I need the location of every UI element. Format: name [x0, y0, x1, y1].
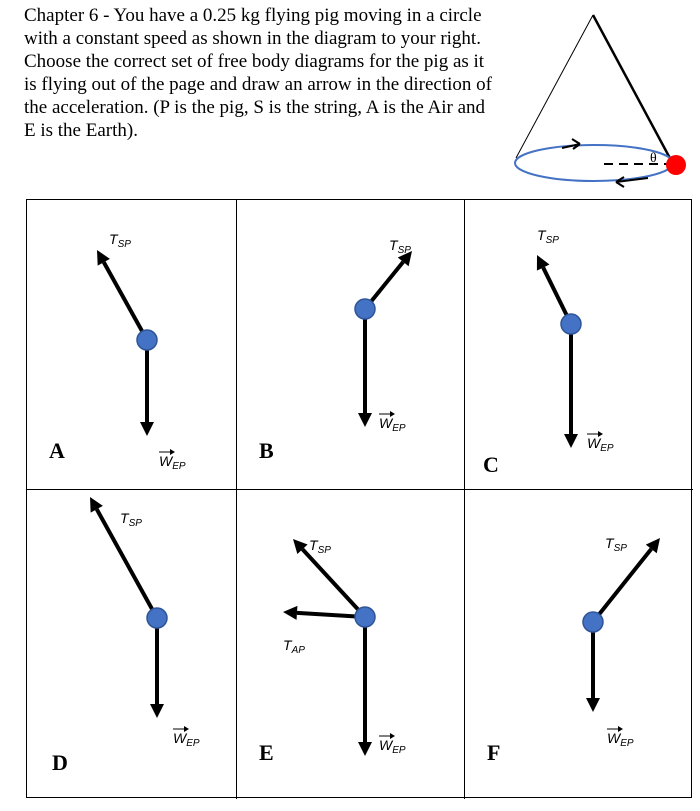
- vector-arrow-icon: [390, 733, 395, 739]
- string-line: [591, 14, 674, 163]
- option-letter: C: [483, 452, 499, 477]
- force-arrow-t-sp: [591, 547, 653, 624]
- arrow-head-icon: [140, 422, 154, 436]
- pig-point: [560, 313, 582, 335]
- force-label: WEP: [379, 415, 406, 434]
- arrow-head-icon: [586, 698, 600, 712]
- force-label: TSP: [389, 237, 411, 256]
- arrow-head-icon: [97, 250, 110, 266]
- force-label: TSP: [309, 537, 331, 556]
- angle-label: θ: [650, 151, 657, 166]
- arrow-head-icon: [536, 255, 550, 271]
- arrow-head-icon: [358, 742, 372, 756]
- option-c-cell[interactable]: TSP WEP C: [465, 200, 693, 490]
- vector-arrow-icon: [598, 431, 603, 437]
- arrow-head-icon: [90, 497, 103, 513]
- option-b-cell[interactable]: TSP WEP B: [237, 200, 465, 490]
- fbd-svg: TSP WEP A: [49, 231, 186, 472]
- orbit-arrow-front-icon: [615, 176, 649, 188]
- force-label: WEP: [587, 435, 614, 454]
- option-letter: F: [487, 740, 500, 765]
- force-label: WEP: [379, 737, 406, 756]
- arrow-head-icon: [645, 538, 660, 554]
- pig-point: [354, 298, 376, 320]
- arrow-head-icon: [150, 704, 164, 718]
- fbd-svg: TSP WEP F: [487, 535, 660, 765]
- force-label: WEP: [159, 453, 186, 472]
- cone-left-edge: [515, 14, 594, 159]
- force-label: TSP: [537, 227, 559, 246]
- force-label: TAP: [283, 637, 305, 656]
- question-text: Chapter 6 - You have a 0.25 kg flying pi…: [24, 5, 492, 141]
- force-arrow-t-sp: [95, 508, 159, 619]
- option-letter: D: [52, 750, 68, 775]
- force-label: TSP: [120, 510, 142, 529]
- force-arrow-t-sp: [102, 261, 149, 341]
- option-f-cell[interactable]: TSP WEP F: [465, 490, 693, 799]
- option-a-cell[interactable]: TSP WEP A: [27, 200, 237, 490]
- force-label: TSP: [605, 535, 627, 554]
- vector-arrow-icon: [618, 726, 623, 732]
- option-d-cell[interactable]: TSP WEP D: [27, 490, 237, 799]
- fbd-svg: TSP WEP B: [259, 237, 412, 463]
- option-e-cell[interactable]: TSP TAP WEP E: [237, 490, 465, 799]
- force-arrow-t-ap: [296, 610, 366, 619]
- vector-arrow-icon: [184, 726, 189, 732]
- fbd-svg: TSP WEP C: [483, 227, 614, 477]
- fbd-svg: TSP WEP D: [52, 497, 200, 775]
- pig-icon: [666, 155, 686, 175]
- force-label: WEP: [607, 730, 634, 749]
- force-label: TSP: [109, 231, 131, 250]
- vector-arrow-icon: [170, 449, 175, 455]
- arrow-head-icon: [283, 605, 298, 620]
- arrow-head-icon: [293, 539, 308, 555]
- force-arrow-t-sp: [301, 547, 367, 619]
- pig-point: [582, 611, 604, 633]
- arrow-head-icon: [397, 251, 412, 267]
- option-letter: A: [49, 438, 65, 463]
- vector-arrow-icon: [390, 411, 395, 417]
- pig-point: [354, 606, 376, 628]
- options-grid: TSP WEP A TSP WEP B TSP WEP C TSP WEP D TSP TAP WE…: [26, 199, 693, 799]
- fbd-svg: TSP TAP WEP E: [259, 537, 406, 765]
- arrow-head-icon: [564, 434, 578, 448]
- pig-point: [136, 329, 158, 351]
- orbit-arrow-back-icon: [561, 138, 581, 150]
- force-label: WEP: [173, 730, 200, 749]
- pig-point: [146, 607, 168, 629]
- arrow-head-icon: [358, 413, 372, 427]
- option-letter: E: [259, 740, 274, 765]
- option-letter: B: [259, 438, 274, 463]
- conical-pendulum-figure: θ: [514, 14, 686, 188]
